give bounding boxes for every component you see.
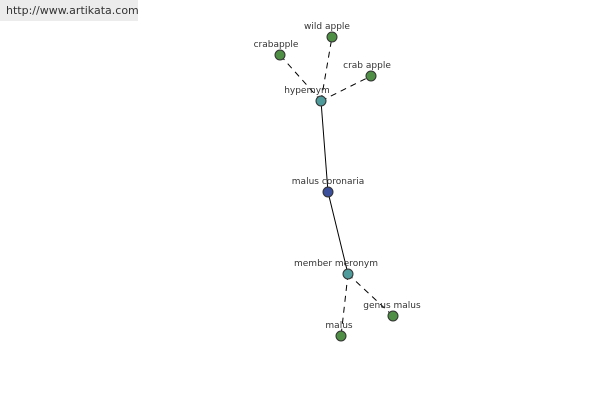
edge-hypernym-crab-apple bbox=[320, 75, 372, 102]
graph-edges bbox=[279, 36, 394, 337]
watermark-url: http://www.artikata.com bbox=[0, 0, 139, 21]
node-member-meronym[interactable]: member meronym bbox=[294, 259, 378, 280]
node-label-hypernym: hypernym bbox=[284, 86, 330, 96]
node-crabapple[interactable]: crabapple bbox=[254, 40, 299, 61]
node-label-wild-apple: wild apple bbox=[304, 22, 350, 32]
edge-center-hypernym bbox=[320, 100, 329, 193]
node-circle-crab-apple[interactable] bbox=[365, 70, 377, 82]
node-malus[interactable]: malus bbox=[325, 321, 353, 342]
edge-center-member-meronym bbox=[327, 191, 349, 275]
node-circle-genus-malus[interactable] bbox=[387, 310, 399, 322]
graph-nodes: malus coronaria hypernym member meronym wil… bbox=[254, 22, 421, 342]
node-label-center: malus coronaria bbox=[292, 177, 364, 187]
node-circle-wild-apple[interactable] bbox=[326, 31, 338, 43]
node-center[interactable]: malus coronaria bbox=[292, 177, 364, 198]
node-label-malus: malus bbox=[325, 321, 352, 331]
node-label-genus-malus: genus malus bbox=[363, 301, 421, 311]
node-label-member-meronym: member meronym bbox=[294, 259, 378, 269]
node-circle-member-meronym[interactable] bbox=[342, 268, 354, 280]
node-wild-apple[interactable]: wild apple bbox=[304, 22, 350, 43]
node-label-crab-apple: crab apple bbox=[343, 61, 391, 71]
node-hypernym[interactable]: hypernym bbox=[284, 86, 330, 107]
node-circle-crabapple[interactable] bbox=[274, 49, 286, 61]
node-circle-hypernym[interactable] bbox=[315, 95, 327, 107]
node-crab-apple[interactable]: crab apple bbox=[343, 61, 391, 82]
node-label-crabapple: crabapple bbox=[254, 40, 299, 50]
node-circle-center[interactable] bbox=[322, 186, 334, 198]
node-circle-malus[interactable] bbox=[335, 330, 347, 342]
node-genus-malus[interactable]: genus malus bbox=[363, 301, 421, 322]
